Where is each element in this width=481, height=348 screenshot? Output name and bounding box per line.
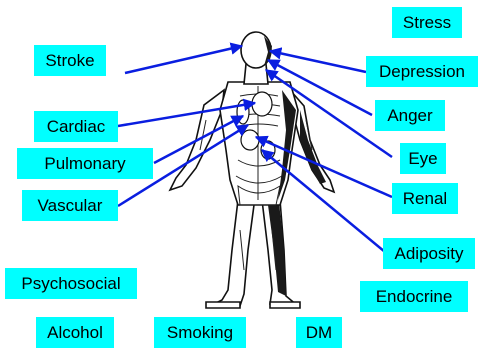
label-eye: Eye: [400, 143, 446, 174]
label-renal: Renal: [392, 183, 458, 214]
label-endocrine: Endocrine: [360, 281, 468, 312]
label-smoking: Smoking: [154, 317, 246, 348]
label-stress: Stress: [392, 7, 462, 38]
human-anatomy-figure-icon: [170, 32, 334, 308]
label-cardiac: Cardiac: [34, 111, 118, 142]
label-anger: Anger: [375, 100, 445, 131]
label-vascular: Vascular: [22, 190, 118, 221]
label-stroke: Stroke: [34, 45, 106, 76]
arrow-stroke: [125, 46, 242, 73]
label-adiposity: Adiposity: [383, 238, 475, 269]
label-dm: DM: [296, 317, 342, 348]
label-psychosocial: Psychosocial: [5, 268, 137, 299]
label-pulmonary: Pulmonary: [17, 148, 153, 179]
label-alcohol: Alcohol: [36, 317, 114, 348]
label-depression: Depression: [366, 56, 478, 87]
